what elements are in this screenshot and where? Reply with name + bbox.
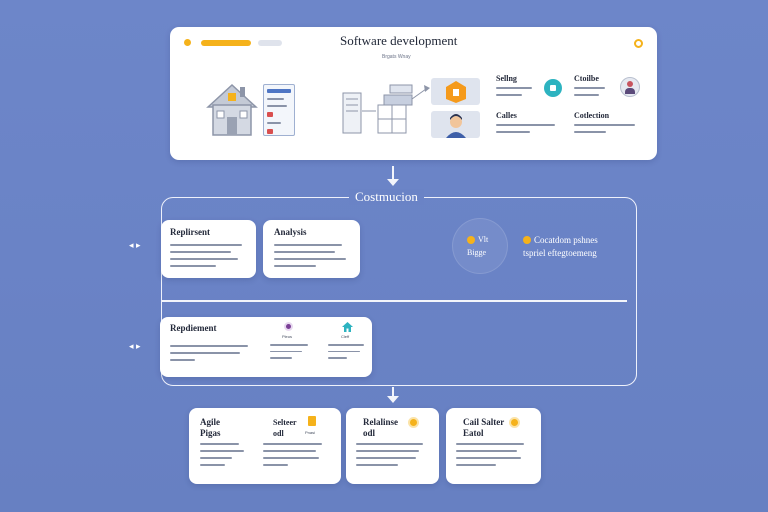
- card-body: [170, 244, 246, 272]
- card-title: Relalinse odl: [363, 417, 398, 438]
- note-line2: tspriel eftegtoemeng: [523, 248, 597, 258]
- card-body: [356, 443, 426, 471]
- coin-icon: [467, 236, 475, 244]
- coin-icon: [408, 417, 419, 428]
- legend-label-ctoilbe: Ctoilbe: [574, 74, 599, 83]
- progress-bar-track: [258, 40, 282, 46]
- card-body: [274, 244, 350, 272]
- connector-line: [392, 166, 394, 182]
- legend-text-sellng: [496, 87, 536, 101]
- info-bubble: Vlt Bigge: [452, 218, 508, 274]
- page-subtitle: Brgats Wnay: [382, 54, 411, 60]
- house-illustration: [206, 83, 258, 136]
- coin-icon: [523, 236, 531, 244]
- card-replirsent[interactable]: Replirsent: [161, 220, 256, 278]
- card-agile-pigas[interactable]: Agile Pigas Selteer odl Pnasi: [189, 408, 341, 484]
- legend-label-sellng: Sellng: [496, 74, 517, 83]
- note-line1: Cocatdom pshnes: [534, 235, 598, 245]
- arrow-down-icon: [387, 396, 399, 403]
- circle-icon: [284, 322, 293, 331]
- arrow-down-icon: [387, 179, 399, 186]
- bubble-line2: Bigge: [467, 248, 487, 257]
- document-illustration: [263, 84, 295, 136]
- card-title: Agile Pigas: [200, 417, 221, 438]
- top-panel: Software development Brgats Wnay: [170, 27, 657, 160]
- expand-toggle-upper[interactable]: ◂ ▸: [129, 240, 141, 250]
- workflow-illustration: [342, 84, 430, 134]
- mini-label: Cleff: [341, 334, 350, 339]
- construction-label: Costmucion: [349, 189, 424, 205]
- person-icon: [620, 77, 640, 97]
- puzzle-icon: [544, 79, 562, 97]
- card-body: [170, 345, 252, 366]
- mini-body: [328, 344, 366, 364]
- card-tag: Pnasi: [305, 430, 316, 435]
- card-body: [263, 443, 325, 471]
- window-dot: [184, 39, 191, 46]
- card-title: Cail Salter Eatol: [463, 417, 505, 438]
- card-body: [200, 443, 246, 471]
- frame-divider: [162, 300, 627, 302]
- card-repdiement[interactable]: Repdiement Pleus Cleff: [160, 317, 372, 377]
- card-relalinse[interactable]: Relalinse odl: [346, 408, 439, 484]
- settings-dot-icon[interactable]: [634, 39, 643, 48]
- coin-icon: [509, 417, 520, 428]
- page-title: Software development: [340, 33, 458, 48]
- person-box: [431, 111, 480, 138]
- house-icon: [342, 322, 353, 332]
- card-analysis[interactable]: Analysis: [263, 220, 360, 278]
- mini-body: [270, 344, 310, 364]
- legend-text-ctoilbe: [574, 87, 610, 101]
- legend-label-cotlection: Cotlection: [574, 111, 610, 120]
- mini-label: Pleus: [282, 334, 293, 339]
- card-title: Replirsent: [170, 227, 210, 237]
- card-subtitle: Selteer odl: [273, 418, 297, 438]
- legend-text-calles: [496, 124, 558, 138]
- card-title: Repdiement: [170, 323, 217, 333]
- legend-label-calles: Calles: [496, 111, 517, 120]
- card-body: [456, 443, 528, 471]
- card-title: Analysis: [274, 227, 307, 237]
- legend-text-cotlection: [574, 124, 638, 138]
- card-cail-salter[interactable]: Cail Salter Eatol: [446, 408, 541, 484]
- connector-line: [392, 387, 394, 399]
- expand-toggle-lower[interactable]: ◂ ▸: [129, 341, 141, 351]
- bubble-line1: Vlt: [478, 235, 489, 244]
- doc-icon: [308, 416, 316, 426]
- progress-bar: [201, 40, 251, 46]
- highlight-box: [431, 78, 480, 105]
